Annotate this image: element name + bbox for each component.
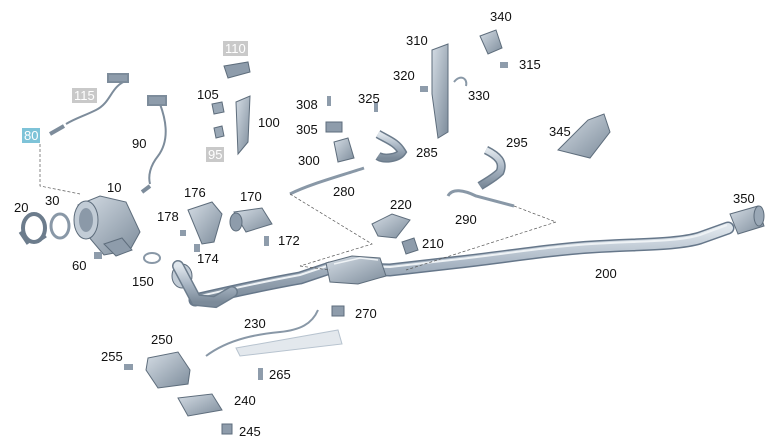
callout-255[interactable]: 255: [101, 349, 123, 364]
callout-320[interactable]: 320: [393, 68, 415, 83]
callout-325[interactable]: 325: [358, 91, 380, 106]
callout-290[interactable]: 290: [455, 212, 477, 227]
callout-20[interactable]: 20: [14, 200, 29, 215]
callout-245[interactable]: 245: [239, 424, 261, 439]
callout-10[interactable]: 10: [107, 180, 122, 195]
leader-lines: [39, 144, 558, 271]
callout-176[interactable]: 176: [184, 185, 206, 200]
middle-catalyst: [325, 255, 387, 285]
callout-170[interactable]: 170: [240, 189, 262, 204]
clamps: [18, 212, 71, 245]
callout-345[interactable]: 345: [549, 124, 571, 139]
callout-174[interactable]: 174: [197, 251, 219, 266]
center-brackets: [371, 213, 419, 255]
callout-100[interactable]: 100: [258, 115, 280, 130]
callout-285[interactable]: 285: [416, 145, 438, 160]
catalytic-converter: [73, 195, 141, 257]
callout-308[interactable]: 308: [296, 97, 318, 112]
callout-150[interactable]: 150: [132, 274, 154, 289]
callout-350[interactable]: 350: [733, 191, 755, 206]
callout-265[interactable]: 265: [269, 367, 291, 382]
callout-172[interactable]: 172: [278, 233, 300, 248]
callout-240[interactable]: 240: [234, 393, 256, 408]
front-pipe: [171, 260, 238, 309]
callout-90[interactable]: 90: [132, 136, 147, 151]
callout-60[interactable]: 60: [72, 258, 87, 273]
callout-220[interactable]: 220: [390, 197, 412, 212]
tail-pipe: [729, 205, 765, 235]
heat-shields: [211, 61, 251, 156]
callout-280[interactable]: 280: [333, 184, 355, 199]
lower-parts: [124, 305, 345, 435]
callout-230[interactable]: 230: [244, 316, 266, 331]
callout-330[interactable]: 330: [468, 88, 490, 103]
brackets-front: [94, 201, 273, 264]
callout-115[interactable]: 115: [72, 88, 97, 103]
callout-340[interactable]: 340: [490, 9, 512, 24]
callout-110[interactable]: 110: [223, 41, 248, 56]
callout-300[interactable]: 300: [298, 153, 320, 168]
callout-305[interactable]: 305: [296, 122, 318, 137]
callout-295[interactable]: 295: [506, 135, 528, 150]
callout-178[interactable]: 178: [157, 209, 179, 224]
main-exhaust-pipe: [188, 221, 735, 307]
secondary-pipes: [289, 130, 515, 208]
callout-250[interactable]: 250: [151, 332, 173, 347]
callout-105[interactable]: 105: [197, 87, 219, 102]
callout-95[interactable]: 95: [206, 147, 225, 162]
upper-right-parts: [325, 29, 611, 163]
callout-270[interactable]: 270: [355, 306, 377, 321]
callout-310[interactable]: 310: [406, 33, 428, 48]
callout-200[interactable]: 200: [595, 266, 617, 281]
callout-210[interactable]: 210: [422, 236, 444, 251]
callout-80[interactable]: 80: [22, 128, 41, 143]
callout-315[interactable]: 315: [519, 57, 541, 72]
callout-30[interactable]: 30: [45, 193, 60, 208]
oxygen-sensors: [49, 73, 167, 194]
